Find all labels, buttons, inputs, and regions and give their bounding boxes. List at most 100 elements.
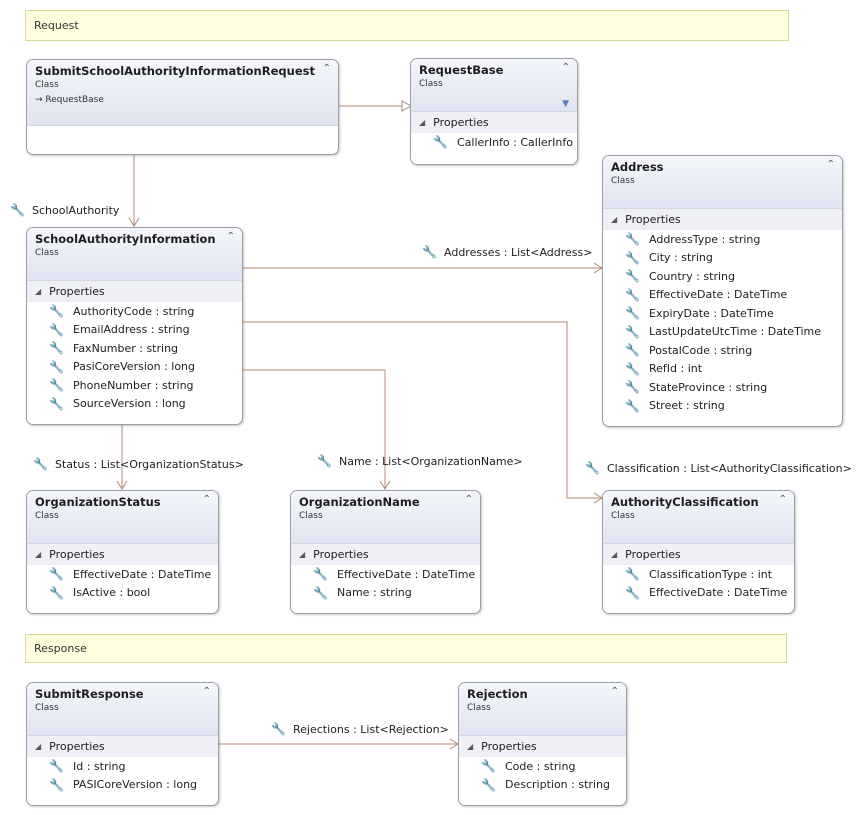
- status-arrowhead: [116, 480, 128, 490]
- class-authority-classification[interactable]: AuthorityClassification Class ⌃ ◢Propert…: [602, 490, 795, 614]
- association-label-status[interactable]: 🔧Status : List<OrganizationStatus>: [33, 457, 244, 471]
- properties-section-header[interactable]: ◢Properties: [27, 544, 218, 565]
- property-item[interactable]: 🔧ExpiryDate : DateTime: [603, 304, 842, 323]
- property-item[interactable]: 🔧Country : string: [603, 267, 842, 286]
- property-label: PhoneNumber : string: [73, 378, 194, 392]
- collapse-chevron-icon[interactable]: ⌃: [464, 494, 473, 505]
- collapse-chevron-icon[interactable]: ⌃: [202, 686, 211, 697]
- property-item[interactable]: 🔧Name : string: [291, 584, 480, 603]
- wrench-icon: 🔧: [625, 287, 640, 302]
- property-item[interactable]: 🔧FaxNumber : string: [27, 339, 242, 358]
- class-header: OrganizationStatus Class ⌃: [27, 491, 218, 544]
- property-item[interactable]: 🔧ClassificationType : int: [603, 565, 794, 584]
- property-item[interactable]: 🔧PasiCoreVersion : long: [27, 358, 242, 377]
- wrench-icon: 🔧: [49, 304, 64, 319]
- property-label: Country : string: [649, 269, 735, 283]
- property-item[interactable]: 🔧PhoneNumber : string: [27, 376, 242, 395]
- association-label-name[interactable]: 🔧Name : List<OrganizationName>: [317, 454, 523, 468]
- property-label: City : string: [649, 251, 713, 265]
- collapse-chevron-icon[interactable]: ⌃: [826, 159, 835, 170]
- property-item[interactable]: 🔧StateProvince : string: [603, 378, 842, 397]
- collapse-chevron-icon[interactable]: ⌃: [322, 63, 331, 74]
- section-label: Properties: [49, 740, 105, 753]
- association-label-rejections[interactable]: 🔧Rejections : List<Rejection>: [271, 722, 449, 736]
- property-item[interactable]: 🔧City : string: [603, 249, 842, 268]
- property-item[interactable]: 🔧EffectiveDate : DateTime: [603, 286, 842, 305]
- properties-section-header[interactable]: ◢Properties: [291, 544, 480, 565]
- property-item[interactable]: 🔧Street : string: [603, 397, 842, 416]
- collapse-chevron-icon[interactable]: ⌃: [226, 231, 235, 242]
- properties-section-header[interactable]: ◢ Properties: [603, 209, 842, 230]
- association-label-classification[interactable]: 🔧Classification : List<AuthorityClassifi…: [585, 461, 852, 475]
- class-organization-name[interactable]: OrganizationName Class ⌃ ◢Properties 🔧Ef…: [290, 490, 481, 614]
- wrench-icon: 🔧: [625, 585, 640, 600]
- property-item[interactable]: 🔧Description : string: [459, 776, 626, 795]
- filter-icon[interactable]: ▼: [562, 99, 569, 109]
- section-collapse-icon[interactable]: ◢: [35, 550, 42, 559]
- section-collapse-icon[interactable]: ◢: [611, 215, 618, 224]
- class-name: SubmitSchoolAuthorityInformationRequest: [35, 64, 315, 78]
- property-item[interactable]: 🔧EffectiveDate : DateTime: [291, 565, 480, 584]
- class-request-base[interactable]: RequestBase Class ⌃ ▼ ◢Properties 🔧Calle…: [410, 58, 578, 165]
- property-item[interactable]: 🔧PASICoreVersion : long: [27, 776, 218, 795]
- properties-section-header[interactable]: ◢Properties: [459, 736, 626, 757]
- property-item[interactable]: 🔧RefId : int: [603, 360, 842, 379]
- property-item[interactable]: 🔧AddressType : string: [603, 230, 842, 249]
- property-item[interactable]: 🔧EffectiveDate : DateTime: [27, 565, 218, 584]
- property-item[interactable]: 🔧PostalCode : string: [603, 341, 842, 360]
- collapse-chevron-icon[interactable]: ⌃: [202, 494, 211, 505]
- property-item[interactable]: 🔧AuthorityCode : string: [27, 302, 242, 321]
- property-item[interactable]: 🔧Id : string: [27, 757, 218, 776]
- wrench-icon: 🔧: [10, 203, 25, 217]
- section-label: Properties: [625, 213, 681, 226]
- properties-section-header[interactable]: ◢Properties: [411, 112, 577, 133]
- section-collapse-icon[interactable]: ◢: [35, 742, 42, 751]
- property-item[interactable]: 🔧EffectiveDate : DateTime: [603, 584, 794, 603]
- property-label: SourceVersion : long: [73, 397, 186, 411]
- class-kind: Class: [35, 80, 59, 90]
- property-label: PASICoreVersion : long: [73, 778, 198, 792]
- property-label: FaxNumber : string: [73, 341, 179, 355]
- base-class-name: RequestBase: [45, 95, 104, 105]
- section-collapse-icon[interactable]: ◢: [419, 118, 426, 127]
- wrench-icon: 🔧: [49, 759, 64, 774]
- property-item[interactable]: 🔧SourceVersion : long: [27, 395, 242, 414]
- property-label: Code : string: [505, 759, 576, 773]
- association-text: SchoolAuthority: [32, 203, 120, 217]
- inheritance-arrowhead: [401, 100, 413, 112]
- property-item[interactable]: 🔧Code : string: [459, 757, 626, 776]
- property-item[interactable]: 🔧EmailAddress : string: [27, 321, 242, 340]
- class-name: OrganizationStatus: [35, 495, 161, 509]
- class-header: OrganizationName Class ⌃: [291, 491, 480, 544]
- response-band: Response: [25, 634, 787, 663]
- name-line: [243, 369, 386, 489]
- class-submit-request[interactable]: SubmitSchoolAuthorityInformationRequest …: [26, 59, 339, 155]
- association-label-school-authority[interactable]: 🔧 SchoolAuthority: [10, 203, 119, 217]
- class-address[interactable]: Address Class ⌃ ◢Properties 🔧AddressType…: [602, 155, 843, 427]
- section-collapse-icon[interactable]: ◢: [35, 287, 42, 296]
- properties-section-header[interactable]: ◢ Properties: [27, 736, 218, 757]
- class-submit-response[interactable]: SubmitResponse Class ⌃ ◢Properties 🔧Id :…: [26, 682, 219, 806]
- class-name: RequestBase: [419, 63, 504, 77]
- property-item[interactable]: 🔧CallerInfo : CallerInfo: [411, 133, 577, 152]
- class-kind: Class: [35, 703, 59, 713]
- class-rejection[interactable]: Rejection Class ⌃ ◢Properties 🔧Code : st…: [458, 682, 627, 806]
- section-collapse-icon[interactable]: ◢: [611, 550, 618, 559]
- class-name: SchoolAuthorityInformation: [35, 232, 216, 246]
- properties-section-header[interactable]: ◢Properties: [27, 281, 242, 302]
- classification-line: [243, 321, 602, 499]
- section-collapse-icon[interactable]: ◢: [299, 550, 306, 559]
- collapse-chevron-icon[interactable]: ⌃: [610, 686, 619, 697]
- collapse-chevron-icon[interactable]: ⌃: [561, 62, 570, 73]
- class-organization-status[interactable]: OrganizationStatus Class ⌃ ◢Properties 🔧…: [26, 490, 219, 614]
- property-item[interactable]: 🔧IsActive : bool: [27, 584, 218, 603]
- class-school-authority-information[interactable]: SchoolAuthorityInformation Class ⌃ ◢Prop…: [26, 227, 243, 425]
- collapse-chevron-icon[interactable]: ⌃: [778, 494, 787, 505]
- wrench-icon: 🔧: [625, 361, 640, 376]
- wrench-icon: 🔧: [313, 585, 328, 600]
- property-item[interactable]: 🔧LastUpdateUtcTime : DateTime: [603, 323, 842, 342]
- section-collapse-icon[interactable]: ◢: [467, 742, 474, 751]
- properties-section-header[interactable]: ◢Properties: [603, 544, 794, 565]
- association-label-addresses[interactable]: 🔧Addresses : List<Address>: [422, 245, 592, 259]
